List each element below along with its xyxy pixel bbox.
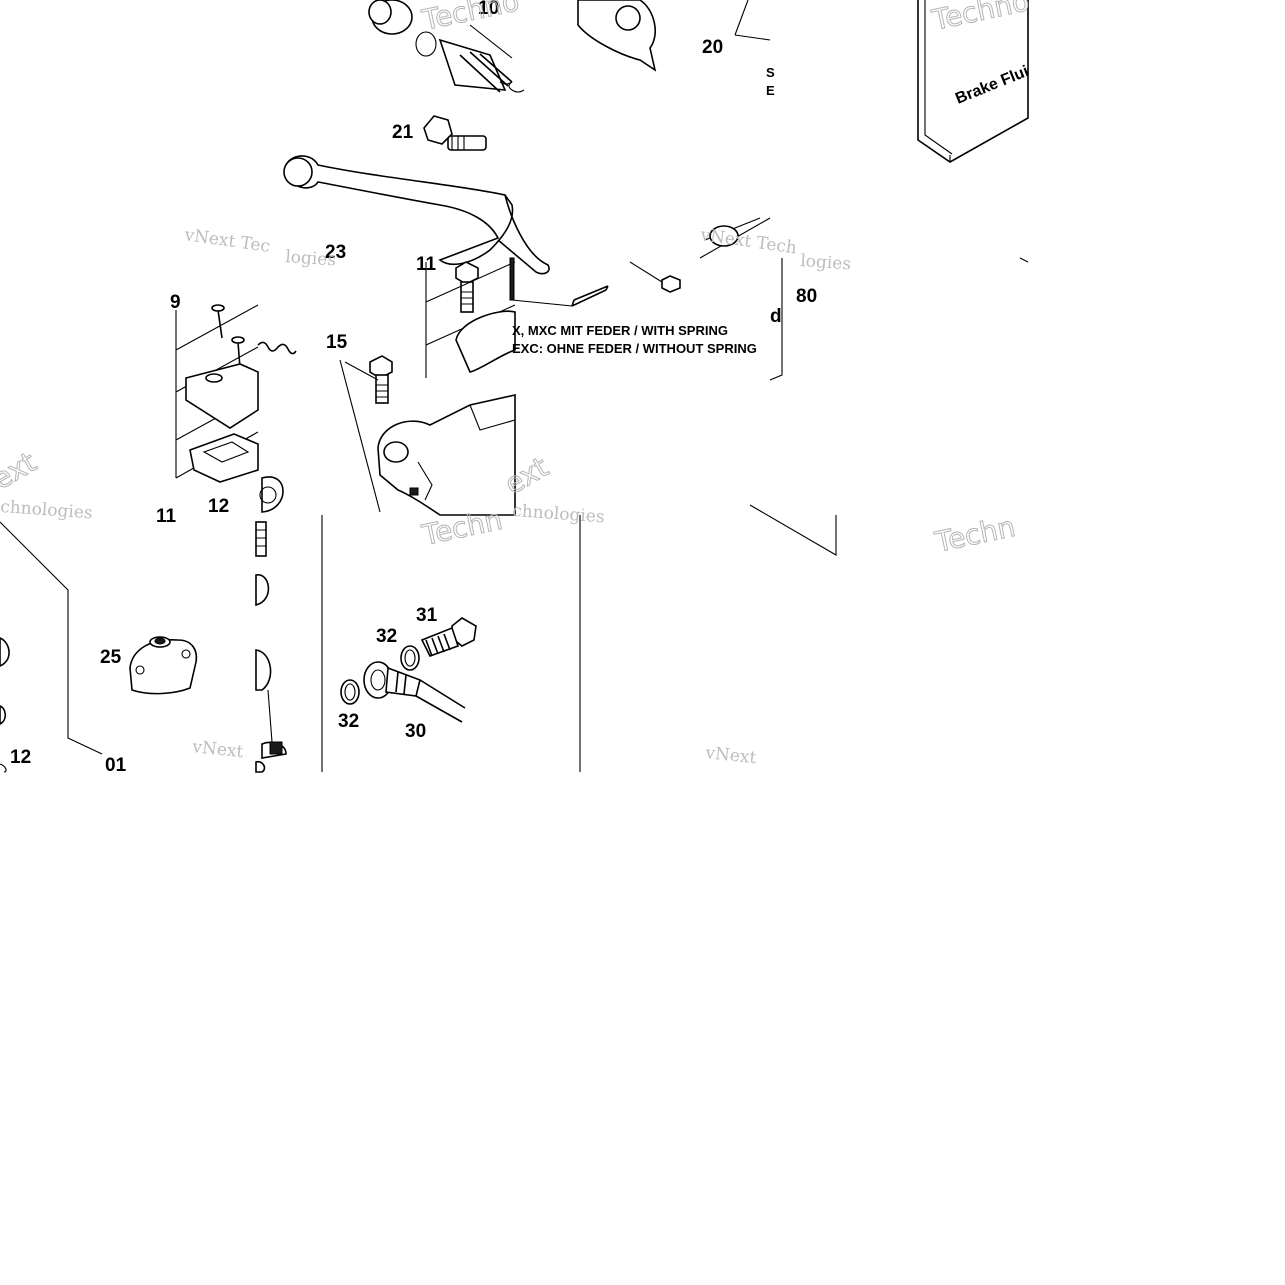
watermark-logies: logies xyxy=(285,247,337,270)
brake-fluid-container: Brake Flui xyxy=(917,0,1031,163)
master-cylinder-body xyxy=(377,394,516,516)
bolt-part-top xyxy=(455,261,479,313)
return-spring-part xyxy=(571,285,609,307)
callout-10: 10 xyxy=(478,0,499,19)
tile-bottom-left xyxy=(0,521,198,773)
tile-brake-hose xyxy=(321,515,581,772)
watermark-vnext-2: vNext xyxy=(703,743,757,768)
callout-9: 9 xyxy=(170,292,181,313)
brake-lever-part xyxy=(284,155,514,266)
svg-text:d: d xyxy=(770,306,782,327)
callout-30: 30 xyxy=(405,721,426,742)
callout-32-upper: 32 xyxy=(376,626,397,647)
note-with-spring: X, MXC MIT FEDER / WITH SPRING xyxy=(512,323,728,338)
banjo-bolt-part xyxy=(420,617,477,657)
tile-master-cylinder: d xyxy=(339,217,1029,556)
watermark-vnext-tec: vNext Tec xyxy=(182,225,271,257)
callout-numbers: 10 20 21 23 11 9 15 80 12 11 25 12 01 31… xyxy=(10,0,817,776)
watermark-techno: Techno xyxy=(419,0,522,37)
piston-part xyxy=(438,38,525,93)
watermark-next-big: ext xyxy=(0,445,42,496)
svg-text:E: E xyxy=(766,83,775,98)
bolt-part xyxy=(369,355,393,404)
callout-25: 25 xyxy=(100,647,122,668)
watermark-logies-2: logies xyxy=(800,251,852,274)
watermark-chnologies: chnologies xyxy=(0,497,93,523)
watermark-techn-2: Techn xyxy=(932,510,1019,559)
nut-part xyxy=(661,275,681,293)
reservoir-cover-part xyxy=(185,363,259,429)
screw-part xyxy=(211,304,245,369)
spring-note: X, MXC MIT FEDER / WITH SPRING EXC: OHNE… xyxy=(512,323,757,356)
washer-part-2 xyxy=(340,679,360,705)
callout-11-top: 11 xyxy=(416,254,437,275)
callout-12-bottom: 12 xyxy=(10,747,31,768)
callout-11-left: 11 xyxy=(156,506,177,527)
adjuster-knob-part xyxy=(423,115,487,151)
tile-lever: S E xyxy=(283,0,775,275)
callout-01: 01 xyxy=(105,755,127,776)
callout-21: 21 xyxy=(392,122,414,143)
spring-part xyxy=(257,341,297,355)
svg-text:S: S xyxy=(766,65,775,80)
callout-15: 15 xyxy=(326,332,348,353)
circlip-part xyxy=(415,31,437,57)
lever-clip-part xyxy=(577,0,657,72)
washer-part xyxy=(400,645,420,671)
clamp-part xyxy=(455,310,516,373)
callout-23: 23 xyxy=(325,242,346,263)
callout-31: 31 xyxy=(416,605,438,626)
tile-bottom-bolts xyxy=(255,521,287,773)
callout-12-top: 12 xyxy=(208,496,229,517)
diaphragm-part xyxy=(189,433,259,483)
tile-reservoir-cover xyxy=(175,304,297,513)
note-without-spring: EXC: OHNE FEDER / WITHOUT SPRING xyxy=(512,341,757,356)
watermark-chnologies-2: chnologies xyxy=(512,501,606,527)
callout-32-lower: 32 xyxy=(338,711,359,732)
callout-80: 80 xyxy=(796,286,817,307)
brake-hose-part xyxy=(363,661,466,723)
watermark-vnext: vNext xyxy=(190,737,244,762)
callout-20: 20 xyxy=(702,37,723,58)
clamp-half-part xyxy=(129,639,198,695)
